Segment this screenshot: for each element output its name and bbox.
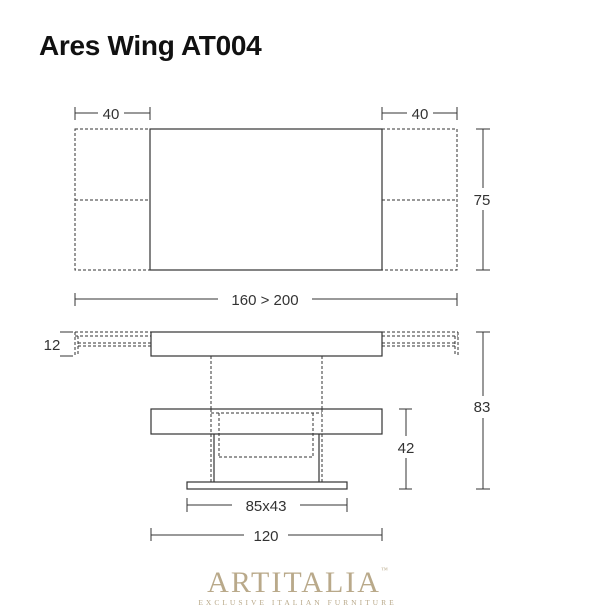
brand-logo: ARTITALIA™ [0,566,595,600]
dimension-leaf-right: 40 [381,106,458,123]
dimension-lower-width: 120 [150,528,383,545]
dim-label-height-min: 42 [398,440,415,457]
dimension-top-thickness: 12 [44,331,73,357]
side-view [74,331,459,490]
dimension-leaf-left: 40 [74,106,151,123]
dim-label-leaf-left: 40 [103,106,120,123]
dim-label-lower-width: 120 [253,528,278,545]
logo-name-part2: ITALIA [271,566,381,599]
logo-name: ARTITALIA™ [207,566,388,599]
table-top-center [149,128,383,271]
page-title: Ares Wing AT004 [39,30,262,61]
logo-tagline: EXCLUSIVE ITALIAN FURNITURE [198,598,397,607]
top-view [74,128,458,271]
dim-label-length: 160 > 200 [231,292,298,309]
dimension-length: 160 > 200 [74,292,458,309]
dimension-height-max: 83 [474,331,491,490]
base-plate [186,481,348,490]
logo-trademark: ™ [380,566,388,574]
dim-label-base: 85x43 [246,498,287,515]
dim-label-height-max: 83 [474,399,491,416]
dim-label-depth: 75 [474,192,491,209]
dimension-height-min: 42 [398,408,415,490]
dimension-base: 85x43 [186,498,348,515]
dim-label-leaf-right: 40 [412,106,429,123]
lower-top [150,408,383,435]
upper-top [150,331,383,357]
dimension-depth: 75 [474,128,491,271]
dim-label-top-thickness: 12 [44,337,61,354]
logo-name-part1: ART [207,566,272,599]
